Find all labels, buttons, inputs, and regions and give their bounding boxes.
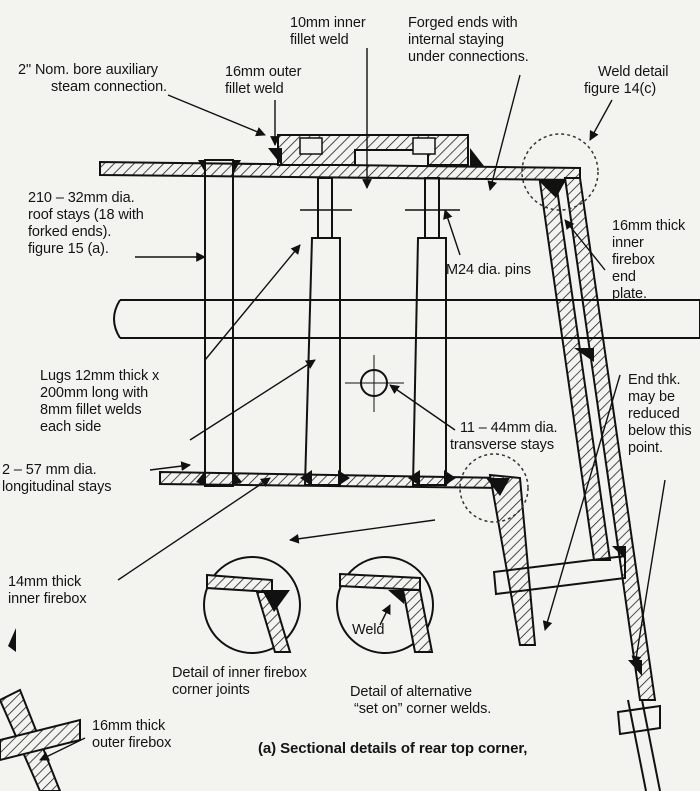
label-inner-end-plate: 16mm thick inner firebox end plate. xyxy=(612,218,686,302)
longitudinal-stay xyxy=(113,299,700,339)
roof-stay xyxy=(196,159,242,487)
label-forged-ends: Forged ends with internal staying under … xyxy=(408,15,529,65)
lower-left-plates xyxy=(0,628,81,791)
label-outer-fillet-weld: 16mm outer fillet weld xyxy=(225,64,302,97)
label-inner-firebox: 14mm thick inner firebox xyxy=(8,574,87,607)
label-detail-alternative: Detail of alternative “set on” corner we… xyxy=(350,684,492,717)
weld-detail-circle xyxy=(521,133,599,211)
detail-set-on-corner xyxy=(336,556,434,654)
label-longitudinal-stays: 2 – 57 mm dia. longitudinal stays xyxy=(2,462,112,495)
corner-detail-circle xyxy=(459,453,529,523)
label-inner-fillet-weld: 10mm inner fillet weld xyxy=(290,15,366,48)
forked-stay-left xyxy=(300,177,352,486)
label-aux-steam-connection: 2" Nom. bore auxiliary steam connection. xyxy=(18,62,167,95)
label-detail-inner: Detail of inner firebox corner joints xyxy=(172,665,307,698)
label-m24-pins: M24 dia. pins xyxy=(446,262,531,278)
inner-crown-plate xyxy=(159,470,537,646)
label-outer-firebox: 16mm thick outer firebox xyxy=(92,718,172,751)
label-lugs: Lugs 12mm thick x 200mm long with 8mm fi… xyxy=(40,368,160,435)
label-roof-stays: 210 – 32mm dia. roof stays (18 with fork… xyxy=(28,190,144,257)
outer-firebox-wall xyxy=(563,177,661,791)
label-end-thickness: End thk. may be reduced below this point… xyxy=(628,372,692,456)
label-weld: Weld xyxy=(352,622,385,638)
label-transverse-stays: 11 – 44mm dia. transverse stays xyxy=(450,420,558,453)
leader-lines xyxy=(39,48,666,761)
detail-inner-corner xyxy=(203,556,301,654)
label-weld-detail: Weld detail figure 14(c) xyxy=(584,64,669,97)
figure-caption: (a) Sectional details of rear top corner… xyxy=(258,740,528,757)
inner-firebox-end-plate xyxy=(538,180,612,561)
auxiliary-steam-connection xyxy=(268,134,484,166)
